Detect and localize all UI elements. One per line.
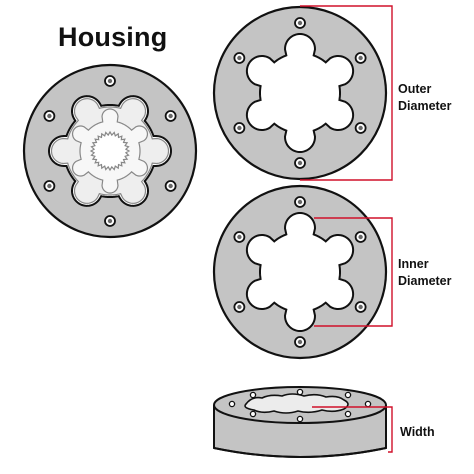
housing-ring-outer-icon [212,5,388,181]
outer-diameter-label: Outer Diameter [398,81,452,115]
outer-diameter-label-line-1: Outer [398,82,432,96]
width-label: Width [400,424,435,441]
diagram-title: Housing [58,22,168,52]
width-dimension-line [312,406,393,453]
inner-diameter-label-line-1: Inner [398,257,429,271]
housing-side-view-icon [213,386,387,458]
width-label-text: Width [400,425,435,439]
inner-diameter-dimension-line [314,217,393,327]
inner-diameter-label-line-2: Diameter [398,274,452,288]
housing-ring-inner-icon [212,184,388,360]
outer-diameter-label-line-2: Diameter [398,99,452,113]
outer-diameter-dimension-line [300,5,393,181]
inner-diameter-label: Inner Diameter [398,256,452,290]
housing-assembly-icon [22,63,198,239]
